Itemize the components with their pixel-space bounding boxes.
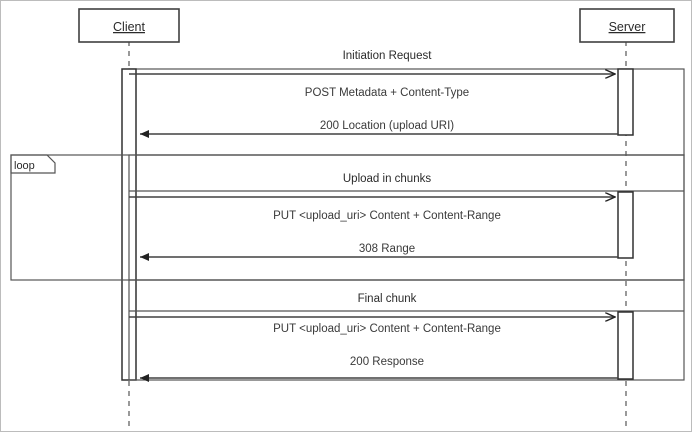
message-m5-label: PUT <upload_uri> Content + Content-Range (273, 323, 501, 335)
loop-operator-tag (10, 154, 56, 174)
activation-server-1 (617, 68, 634, 136)
message-m4-label: 308 Range (359, 243, 415, 255)
participant-client[interactable]: Client (78, 8, 180, 43)
group-final-chunk-label: Final chunk (358, 293, 417, 305)
message-m2: 200 Location (upload URI) (140, 120, 618, 138)
message-m3: PUT <upload_uri> Content + Content-Range (129, 197, 615, 222)
group-initiation: Initiation Request (128, 50, 685, 156)
group-initiation-label: Initiation Request (343, 50, 433, 62)
group-final-chunk: Final chunk (128, 279, 685, 381)
group-upload-chunks-label: Upload in chunks (343, 173, 431, 185)
activation-server-3 (617, 311, 634, 380)
message-m1: POST Metadata + Content-Type (129, 74, 615, 99)
participant-server[interactable]: Server (579, 8, 675, 43)
loop-operator-label: loop (14, 160, 35, 172)
message-m2-label: 200 Location (upload URI) (320, 120, 454, 132)
message-m6-label: 200 Response (350, 356, 424, 368)
message-m5: PUT <upload_uri> Content + Content-Range (129, 317, 615, 335)
message-m1-label: POST Metadata + Content-Type (305, 87, 469, 99)
message-m4: 308 Range (140, 243, 618, 261)
activation-server-2 (617, 191, 634, 259)
participant-client-label: Client (113, 20, 145, 34)
message-m6: 200 Response (140, 356, 618, 382)
message-m3-label: PUT <upload_uri> Content + Content-Range (273, 210, 501, 222)
participant-server-label: Server (609, 20, 646, 34)
group-upload-chunks: Upload in chunks (128, 154, 685, 281)
